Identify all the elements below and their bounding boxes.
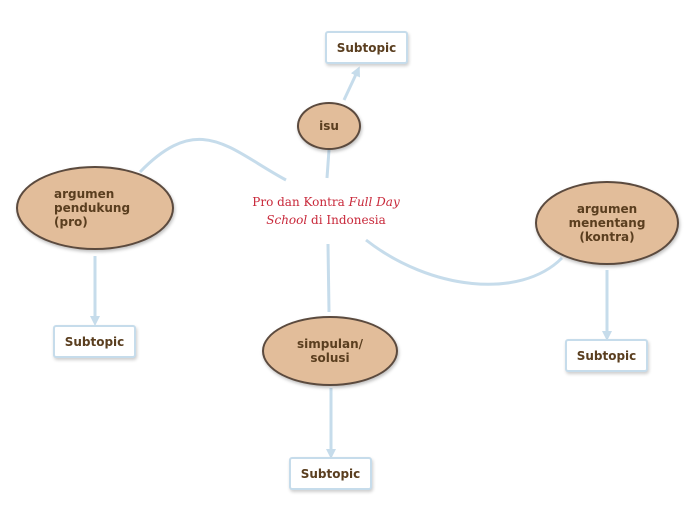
subtopic-right[interactable]: Subtopic (565, 339, 648, 372)
subtopic-left[interactable]: Subtopic (53, 325, 136, 358)
link-center-isu (325, 149, 331, 179)
link-center-simpulan (326, 243, 331, 313)
central-topic[interactable]: Pro dan Kontra Full Day School di Indone… (238, 193, 414, 229)
link-center-pendukung (138, 137, 287, 182)
subtopic-top[interactable]: Subtopic (325, 31, 408, 64)
central-topic-line2: School di Indonesia (266, 213, 386, 227)
central-topic-line1: Pro dan Kontra Full Day (252, 195, 400, 209)
node-isu[interactable]: isu (297, 102, 361, 150)
node-argumen-pendukung[interactable]: argumen pendukung (pro) (16, 166, 174, 250)
node-simpulan-solusi[interactable]: simpulan/ solusi (262, 316, 398, 386)
node-argumen-menentang[interactable]: argumen menentang (kontra) (535, 181, 679, 265)
arrow-isu-subtopic (342, 66, 360, 101)
subtopic-bottom[interactable]: Subtopic (289, 457, 372, 490)
link-center-menentang (365, 238, 564, 286)
